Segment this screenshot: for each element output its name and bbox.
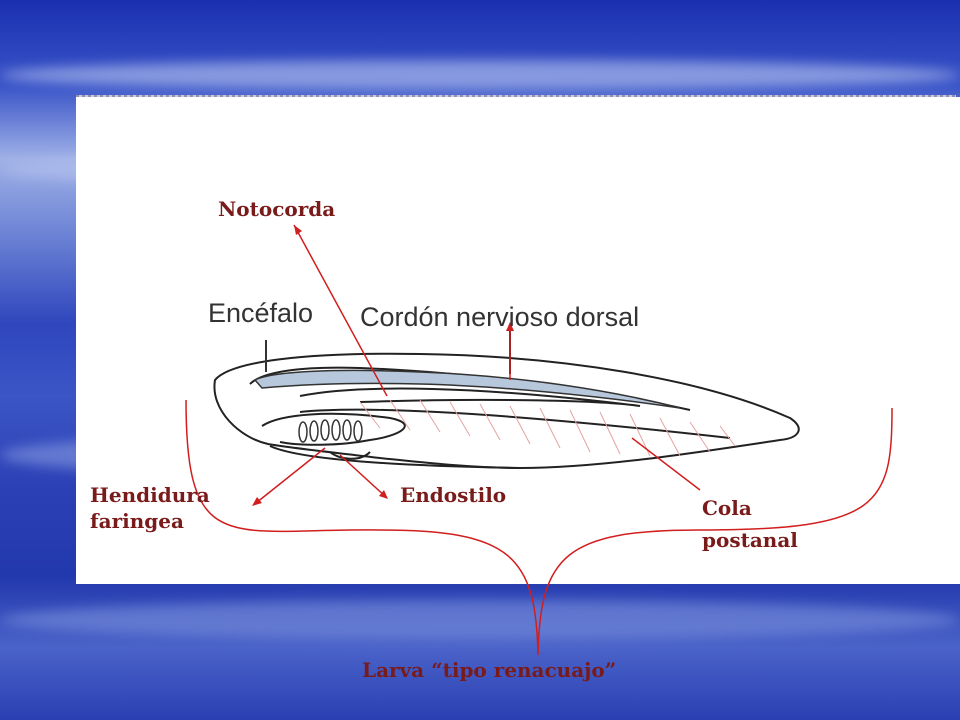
label-larva-tipo-renacuajo: Larva “tipo renacuajo” xyxy=(362,658,617,682)
label-cola-line2: postanal xyxy=(702,528,798,552)
annotation-lines xyxy=(255,224,701,504)
label-cordon-nervioso: Cordón nervioso dorsal xyxy=(360,302,640,332)
label-cola-postanal: Cola postanal xyxy=(702,492,798,556)
label-hendidura-line1: Hendidura xyxy=(90,483,210,507)
brain-marker xyxy=(265,330,511,374)
nerve-cord xyxy=(253,369,681,409)
label-encefalo: Encéfalo xyxy=(208,298,314,328)
label-endostilo: Endostilo xyxy=(400,483,507,507)
muscle-segments xyxy=(359,399,736,457)
annotation-arrowheads xyxy=(252,225,514,506)
label-notocorda: Notocorda xyxy=(218,197,336,221)
label-hendidura-line2: faringea xyxy=(90,509,184,533)
larva-body xyxy=(213,352,800,470)
label-cola-line1: Cola xyxy=(702,496,752,520)
pharyngeal-slits xyxy=(298,419,363,443)
larva-brace xyxy=(185,399,893,656)
diagram-panel xyxy=(76,97,960,584)
label-hendidura: Hendidura faringea xyxy=(90,482,210,534)
